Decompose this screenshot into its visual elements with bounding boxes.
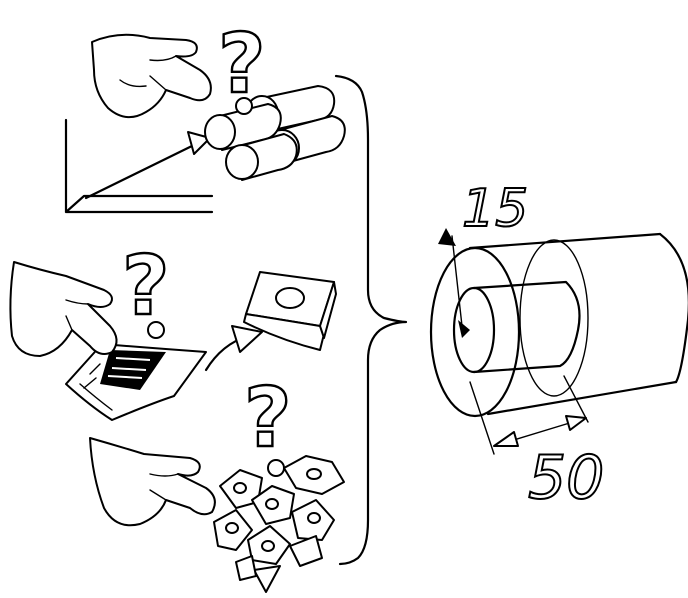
question-dot-2 [148,322,164,338]
dimension-diameter-label: 15 [462,179,528,239]
shoulder-ring [520,240,588,396]
hand-pointing-icon [92,35,211,117]
question-dot-1 [236,98,252,114]
curved-arrowhead-icon [232,326,262,352]
diameter-arrow-icon [438,228,456,246]
question-mark-3: ? [244,371,292,466]
diameter-dimension-line [452,236,462,326]
hand-pointing-icon-2 [10,262,116,356]
shaft-end-face [454,288,494,372]
technical-drawing-sheet [66,344,206,420]
question-mark-2: ? [122,239,170,334]
hand-pointing-icon-3 [90,438,215,525]
length-arrow-left-icon [494,432,518,446]
dimension-length-label: 50 [528,443,604,513]
plate-part [244,272,336,350]
pointer-line [86,144,196,198]
question-dot-3 [268,460,284,476]
cylinder-end-face [431,248,519,416]
workpiece-drawing: 15 50 [431,179,688,513]
scene-bar-stock: ? [66,17,345,212]
curly-brace [336,76,406,564]
length-arrow-right-icon [566,416,586,430]
cylinder-far-edge [660,234,688,382]
